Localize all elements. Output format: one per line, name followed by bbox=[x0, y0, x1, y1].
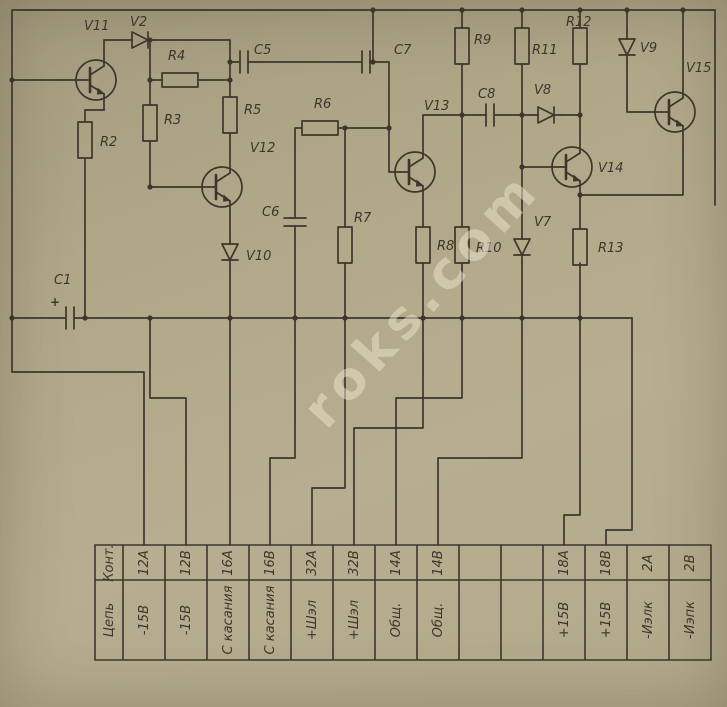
circuit-label: -15В bbox=[179, 605, 194, 635]
component-label-r2: R2 bbox=[100, 135, 117, 150]
circuit-label: +15В bbox=[599, 602, 614, 638]
routing-wires bbox=[11, 317, 633, 546]
pin-label: 32А bbox=[305, 550, 320, 575]
diode-v8 bbox=[529, 106, 563, 124]
diode-v10 bbox=[221, 235, 239, 269]
pin-label: 2А bbox=[641, 554, 656, 571]
circuit-label: +Шэл bbox=[347, 600, 362, 640]
component-label-c7: C7 bbox=[394, 43, 412, 58]
transistor-v15 bbox=[653, 90, 697, 134]
circuit-label: +15В bbox=[557, 602, 572, 638]
transistor-v13 bbox=[393, 150, 437, 194]
component-label-r7: R7 bbox=[354, 211, 372, 226]
transistor-v11 bbox=[74, 58, 118, 102]
component-label-v11: V11 bbox=[84, 19, 109, 34]
component-label-v12: V12 bbox=[250, 141, 275, 156]
resistor-r7 bbox=[337, 226, 353, 264]
component-label-v7: V7 bbox=[534, 215, 552, 230]
component-label-r8: R8 bbox=[437, 239, 454, 254]
component-label-c1: C1 bbox=[54, 273, 71, 288]
resistor-r4 bbox=[161, 72, 199, 88]
circuit-label: С касания bbox=[221, 585, 236, 654]
capacitor-c6 bbox=[283, 217, 307, 227]
pin-label: 18А bbox=[557, 550, 572, 575]
transistor-v12 bbox=[200, 165, 244, 209]
capacitor-c8 bbox=[485, 103, 495, 127]
component-label-c8: C8 bbox=[478, 87, 495, 102]
component-label-r3: R3 bbox=[164, 113, 181, 128]
resistor-r6 bbox=[301, 120, 339, 136]
pin-label: 16В bbox=[263, 550, 278, 576]
component-label-r11: R11 bbox=[532, 43, 558, 58]
junction-dots bbox=[9, 7, 686, 321]
resistor-r5 bbox=[222, 96, 238, 134]
table-header-circuit: Цепь bbox=[102, 603, 117, 637]
capacitor-c5 bbox=[239, 50, 249, 74]
resistor-r11 bbox=[514, 27, 530, 65]
pin-label: 16А bbox=[221, 550, 236, 575]
resistor-r13 bbox=[572, 228, 588, 266]
component-label-r4: R4 bbox=[168, 49, 185, 64]
components bbox=[65, 27, 697, 330]
circuit-label: -15В bbox=[137, 605, 152, 635]
circuit-label: -Иэлк bbox=[641, 601, 656, 639]
middle-block-wires bbox=[294, 9, 463, 319]
component-label-v2: V2 bbox=[130, 15, 147, 30]
resistor-r12 bbox=[572, 27, 588, 65]
diode-v2 bbox=[123, 31, 157, 49]
component-label-r12: R12 bbox=[566, 15, 592, 30]
component-label-r13: R13 bbox=[598, 241, 624, 256]
resistor-r2 bbox=[77, 121, 93, 159]
component-label-r6: R6 bbox=[314, 97, 331, 112]
component-label-r10: R10 bbox=[476, 241, 502, 256]
resistor-r9 bbox=[454, 27, 470, 65]
component-label-c5: C5 bbox=[254, 43, 271, 58]
resistor-r3 bbox=[142, 104, 158, 142]
pin-label: 32В bbox=[347, 550, 362, 576]
component-label-r9: R9 bbox=[474, 33, 491, 48]
transistor-v14 bbox=[550, 145, 594, 189]
polarity-plus-sign: + bbox=[50, 295, 60, 309]
circuit-label: С касания bbox=[263, 585, 278, 654]
component-labels: V11 V2 R4 C5 C7 R9 C8 R11 R12 V9 V15 V8 … bbox=[50, 15, 711, 309]
pin-label: 14А bbox=[389, 550, 404, 575]
component-label-c6: C6 bbox=[262, 205, 279, 220]
circuit-label: +Шэл bbox=[305, 600, 320, 640]
circuit-label: Общ. bbox=[389, 603, 404, 638]
pin-label: 2В bbox=[683, 554, 698, 571]
table-header-pin: Конт. bbox=[102, 544, 117, 581]
component-label-v14: V14 bbox=[598, 161, 623, 176]
component-label-v9: V9 bbox=[640, 41, 657, 56]
connector-table: Конт. Цепь 12А 12В 16А 16В 32А 32В 14А 1… bbox=[94, 544, 712, 661]
component-label-v10: V10 bbox=[246, 249, 271, 264]
circuit-wires bbox=[11, 9, 716, 546]
component-label-v15: V15 bbox=[686, 61, 711, 76]
diode-v9 bbox=[618, 30, 636, 64]
component-label-r5: R5 bbox=[244, 103, 261, 118]
component-label-v13: V13 bbox=[424, 99, 449, 114]
capacitor-c1 bbox=[65, 306, 75, 330]
capacitor-c7 bbox=[361, 50, 371, 74]
pin-label: 12А bbox=[137, 550, 152, 575]
component-label-v8: V8 bbox=[534, 83, 551, 98]
bus-wires bbox=[11, 9, 716, 373]
circuit-label: -Иэпк bbox=[683, 601, 698, 639]
pin-label: 18В bbox=[599, 550, 614, 576]
circuit-label: Общ. bbox=[431, 603, 446, 638]
table-grid bbox=[94, 544, 712, 661]
pin-label: 12В bbox=[179, 550, 194, 576]
left-block-wires bbox=[11, 39, 363, 319]
pin-label: 14В bbox=[431, 550, 446, 576]
